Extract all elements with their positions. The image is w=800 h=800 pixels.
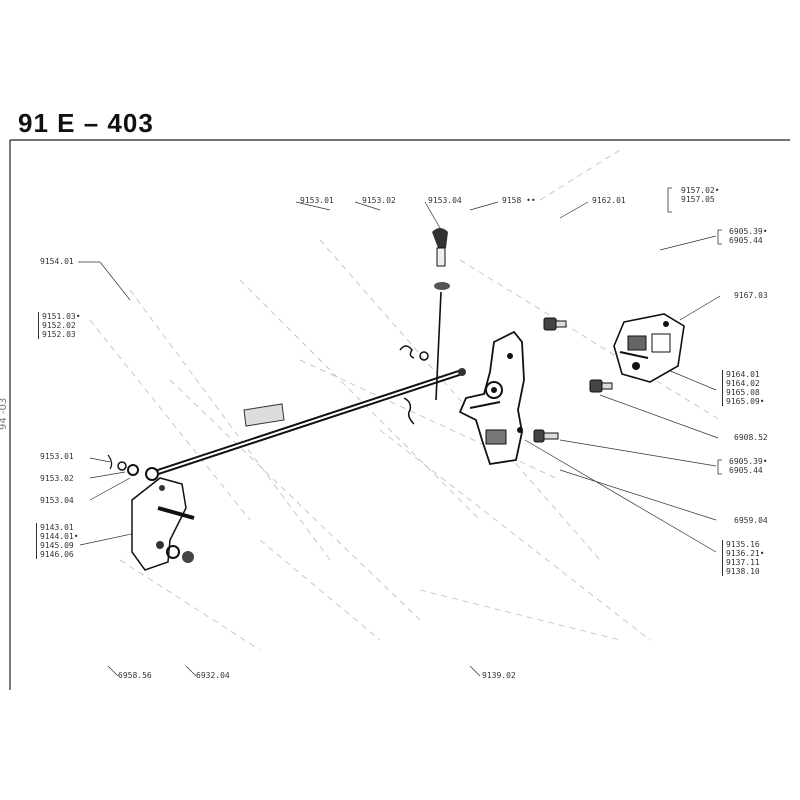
part-label-9153-01: 9153.01 — [40, 452, 74, 461]
part-label-top-3: 9153.04 — [428, 196, 462, 205]
door-lock-mechanism-icon — [458, 330, 525, 466]
part-group-9164: 9164.01 9164.02 9165.08 9165.09• — [722, 370, 765, 406]
part-label: 9165.09• — [726, 397, 765, 406]
right-leaders — [524, 235, 721, 553]
part-group-9143: 9143.01 9144.01• 9145.09 9146.06 — [36, 523, 79, 559]
part-label: 6905.44 — [729, 236, 763, 245]
part-group-9151: 9151.03• 9152.02 9152.03 — [38, 312, 81, 339]
rod-bracket-icon — [131, 477, 195, 571]
part-label: 9164.02 — [726, 379, 760, 388]
part-label-bottom-2: 6932.04 — [196, 671, 230, 680]
part-group-6905-b: 6905.39• 6905.44 — [726, 457, 768, 475]
part-label-9154: 9154.01 — [40, 257, 74, 266]
part-label-top-5: 9162.01 — [592, 196, 626, 205]
part-label-9153-04: 9153.04 — [40, 496, 74, 505]
part-label-top-4: 9158 •• — [502, 196, 536, 205]
left-leaders — [78, 261, 151, 546]
part-group-9135: 9135.16 9136.21• 9137.11 9138.10 — [722, 540, 765, 576]
part-label: 9145.09 — [40, 541, 74, 550]
part-label: 9143.01 — [40, 523, 74, 532]
group-brackets — [667, 187, 722, 475]
part-label-top-2: 9153.02 — [362, 196, 396, 205]
part-label: 9146.06 — [40, 550, 74, 559]
part-label: 9157.02• — [681, 186, 720, 195]
push-button-rod-icon — [432, 228, 450, 401]
striker-plate-icon — [613, 313, 685, 383]
part-label: 6905.39• — [729, 457, 768, 466]
part-label: 6905.44 — [729, 466, 763, 475]
part-label: 9138.10 — [726, 567, 760, 576]
rod-tag-icon — [243, 403, 285, 427]
part-label: 6905.39• — [729, 227, 768, 236]
part-label: 9137.11 — [726, 558, 760, 567]
part-label: 9144.01• — [40, 532, 79, 541]
part-label-6908: 6908.52 — [734, 433, 768, 442]
part-label-bottom-1: 6958.56 — [118, 671, 152, 680]
part-label-9153-02: 9153.02 — [40, 474, 74, 483]
part-label-6959: 6959.04 — [734, 516, 768, 525]
part-label: 9165.08 — [726, 388, 760, 397]
part-label: 9157.05 — [681, 195, 715, 204]
bottom-leaders — [107, 665, 481, 677]
part-label-top-1: 9153.01 — [300, 196, 334, 205]
top-leaders — [295, 201, 589, 229]
part-label: 9152.02 — [42, 321, 76, 330]
spring-clip-icon — [399, 345, 429, 425]
part-group-9157: 9157.02• 9157.05 — [678, 186, 720, 204]
page-title: 91 E – 403 — [18, 108, 154, 138]
part-label-9167: 9167.03 — [734, 291, 768, 300]
part-label: 9152.03 — [42, 330, 76, 339]
part-label: 9164.01 — [726, 370, 760, 379]
part-label: 9135.16 — [726, 540, 760, 549]
part-label: 9136.21• — [726, 549, 765, 558]
bolt-icon — [533, 317, 613, 443]
rod-assembly-icon — [107, 368, 466, 481]
part-label: 9151.03• — [42, 312, 81, 321]
part-group-6905-a: 6905.39• 6905.44 — [726, 227, 768, 245]
construction-lines — [89, 149, 721, 651]
part-label-bottom-3: 9139.02 — [482, 671, 516, 680]
